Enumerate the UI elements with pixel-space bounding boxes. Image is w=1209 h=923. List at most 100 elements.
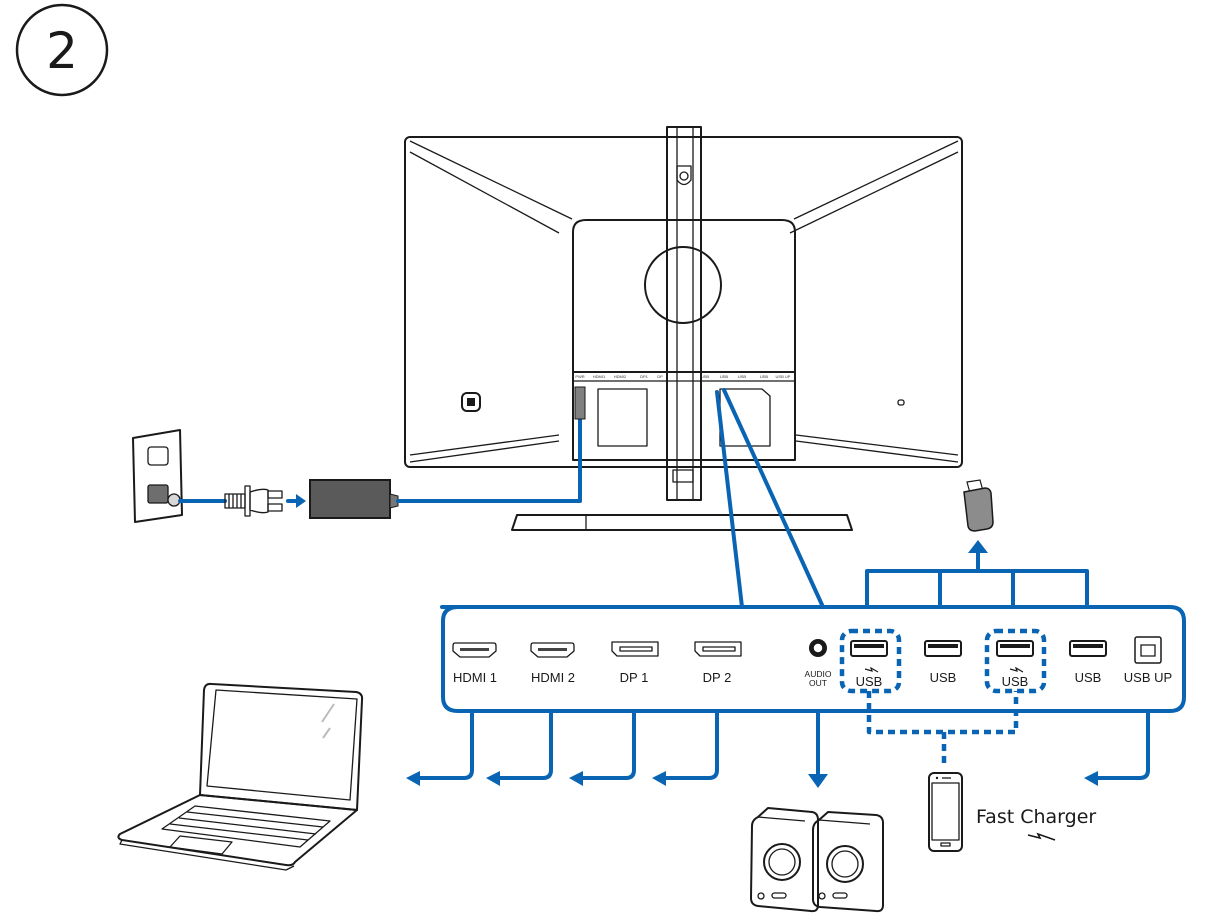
laptop-touchpad xyxy=(169,835,233,855)
outlet-plug-collar xyxy=(167,493,181,507)
smartphone-icon xyxy=(928,772,963,852)
port-hdmi2[interactable]: HDMI 2 xyxy=(530,642,575,685)
speaker-right-cone xyxy=(826,845,864,883)
lightning-icon xyxy=(1009,666,1024,673)
monitor-rear: PWR HDMI1 HDMI2 DP1 DP USB USB USB USB U… xyxy=(404,126,963,531)
fast-charge-lines xyxy=(866,691,1019,765)
usb-b-socket xyxy=(1140,644,1156,657)
usb-a-tongue xyxy=(1000,644,1030,648)
laptop-lid xyxy=(199,682,364,811)
usb-stick-body xyxy=(963,487,994,532)
kensington-lock-icon xyxy=(897,399,905,406)
dp1-arrow xyxy=(578,709,636,780)
key-row xyxy=(169,823,309,841)
monitor-chamfer xyxy=(409,140,573,220)
monitor-chamfer xyxy=(409,440,560,463)
usb-a-port-icon xyxy=(924,640,962,657)
monitor-chamfer xyxy=(409,434,560,456)
screen-glare xyxy=(321,703,335,723)
laptop-base-edge xyxy=(119,839,295,871)
usb-a-port-icon xyxy=(850,640,888,657)
port-label: DP 1 xyxy=(620,670,649,685)
outlet-socket xyxy=(147,446,169,466)
port-label: HDMI 1 xyxy=(453,670,497,685)
port-cover xyxy=(597,388,648,447)
io-panel-frame xyxy=(441,605,1186,713)
plug-body xyxy=(249,488,269,514)
philips-globe xyxy=(679,171,689,181)
speaker-knob xyxy=(757,892,765,900)
monitor-body xyxy=(404,136,963,468)
dp-pins xyxy=(619,646,653,652)
rear-label: PWR xyxy=(575,374,584,379)
rear-label: USB xyxy=(720,374,729,379)
rear-label: HDMI2 xyxy=(614,374,627,379)
laptop-base xyxy=(117,794,358,867)
dp-pins xyxy=(702,646,736,652)
lightning-icon xyxy=(1027,832,1056,841)
usb-a-tongue xyxy=(928,644,958,648)
displayport-icon xyxy=(694,641,742,657)
lightning-icon xyxy=(864,666,879,673)
port-usb-4[interactable]: USB xyxy=(1069,640,1107,685)
audio-output-arrow xyxy=(808,709,828,788)
monitor-chamfer xyxy=(795,434,959,456)
arrow-head xyxy=(569,771,583,786)
monitor-chamfer xyxy=(409,151,560,234)
stand-neck xyxy=(666,126,702,501)
hdmi-port-icon xyxy=(452,642,497,658)
usb-arrow-head xyxy=(968,540,988,553)
hdmi1-arrow xyxy=(416,709,474,780)
speaker-left-edge xyxy=(757,816,806,822)
port-label: USB xyxy=(1002,674,1029,689)
video-output-arrows xyxy=(406,709,719,786)
dc-cable xyxy=(396,416,582,503)
rear-port-labels: PWR HDMI1 HDMI2 DP1 DP USB USB USB USB U… xyxy=(575,374,790,379)
step-circle xyxy=(15,3,109,97)
port-usb-fast-2[interactable]: USB xyxy=(984,628,1047,694)
speaker-port xyxy=(771,892,787,899)
laptop-screen xyxy=(206,689,358,801)
port-usb-up[interactable]: USB UP xyxy=(1124,636,1172,685)
speakers-icon xyxy=(750,807,884,913)
power-section xyxy=(132,386,586,523)
usb-up-arrow-head xyxy=(1084,771,1098,786)
rear-label: DP1 xyxy=(640,374,649,379)
port-dp2[interactable]: DP 2 xyxy=(694,641,742,685)
speaker-right-cone-inner xyxy=(831,850,859,878)
power-button-icon xyxy=(461,392,481,412)
port-label: HDMI 2 xyxy=(531,670,575,685)
monitor-chamfer xyxy=(793,140,959,220)
speaker-port xyxy=(832,892,848,899)
usb-flash-drive-icon xyxy=(963,479,994,532)
key-row xyxy=(178,817,317,835)
port-usb-2[interactable]: USB xyxy=(924,640,962,685)
port-dp1[interactable]: DP 1 xyxy=(611,641,659,685)
outlet-plate xyxy=(132,429,183,523)
vesa-mount xyxy=(644,246,722,324)
adapter-cable-relief xyxy=(389,493,399,509)
speaker-left xyxy=(750,807,819,913)
philips-shield-icon xyxy=(676,165,692,186)
phone-camera xyxy=(935,776,939,780)
plug-flange xyxy=(244,485,251,517)
stand-clip xyxy=(672,469,694,483)
usb-bus-line xyxy=(865,569,1089,609)
power-adapter-icon xyxy=(309,479,391,519)
usb-up-arrow-stem xyxy=(1094,709,1150,780)
port-label: USB xyxy=(1075,670,1102,685)
io-panel: HDMI 1 HDMI 2 DP 1 DP 2 AUDIO OUT xyxy=(441,605,1186,713)
speaker-right xyxy=(812,811,884,913)
audio-arrow-head xyxy=(808,774,828,788)
plug-prong xyxy=(267,490,283,499)
port-audio-out[interactable]: AUDIO OUT xyxy=(805,639,832,688)
usb-hub-lines xyxy=(865,540,1089,609)
plug-prong xyxy=(267,503,283,512)
power-arrow-head xyxy=(296,494,306,508)
port-hdmi1[interactable]: HDMI 1 xyxy=(452,642,497,685)
port-usb-fast-1[interactable]: USB xyxy=(839,628,902,694)
power-plug-icon xyxy=(224,485,283,517)
laptop-icon xyxy=(117,682,364,871)
rear-label: USB UP xyxy=(776,374,791,379)
dp2-arrow xyxy=(661,709,719,780)
